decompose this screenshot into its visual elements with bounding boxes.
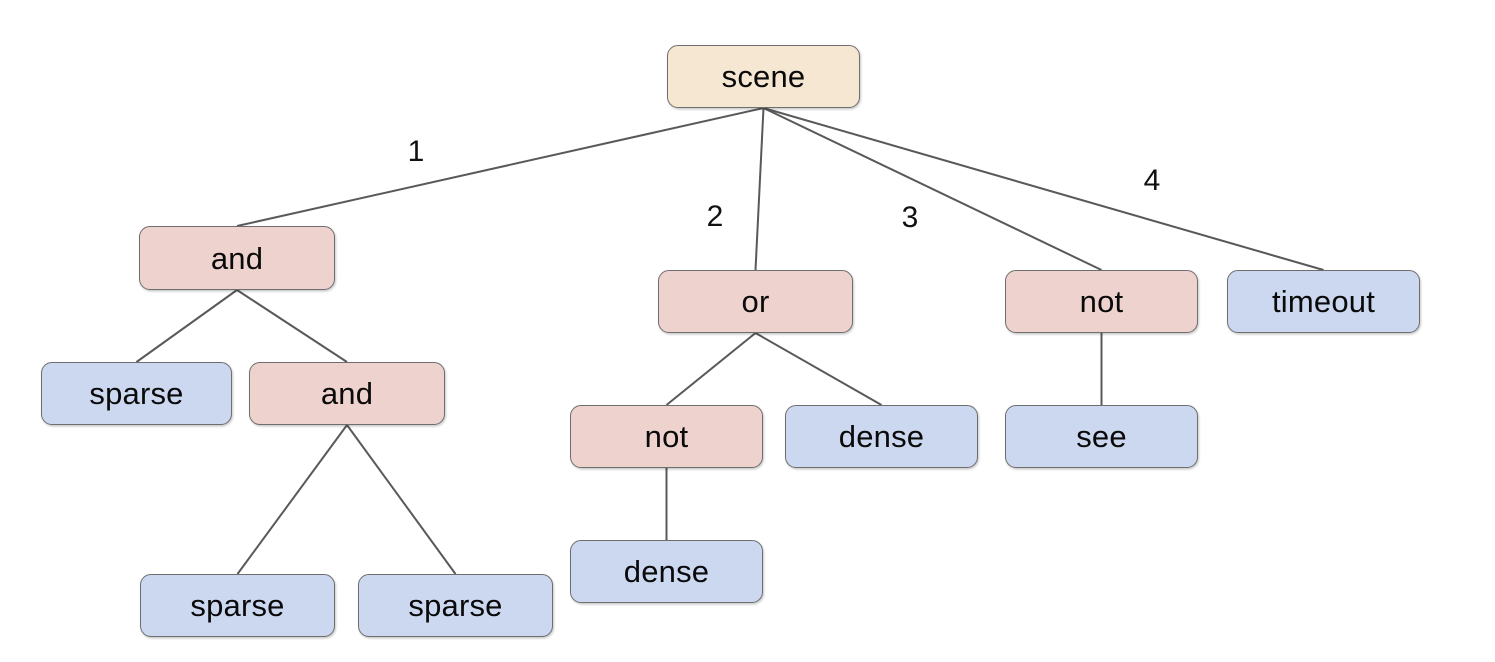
tree-node-scene[interactable]: scene (667, 45, 860, 108)
tree-edge-label-e2: 2 (706, 200, 724, 233)
tree-edge-scene-to-not1 (763, 107, 1102, 271)
tree-node-sparse1[interactable]: sparse (41, 362, 232, 425)
tree-node-label: or (741, 284, 770, 319)
tree-edge-or1-to-not2 (665, 332, 757, 406)
tree-node-not2[interactable]: not (570, 405, 763, 468)
tree-node-label: not (644, 419, 689, 454)
tree-node-see1[interactable]: see (1005, 405, 1198, 468)
tree-edge-scene-to-and1 (236, 107, 764, 227)
tree-edge-label-e4: 4 (1143, 164, 1161, 197)
tree-node-not1[interactable]: not (1005, 270, 1198, 333)
tree-edge-scene-to-timeout1 (763, 107, 1324, 271)
tree-node-label: and (210, 240, 264, 276)
tree-edge-and1-to-and2 (236, 289, 348, 363)
tree-node-dense1[interactable]: dense (785, 405, 978, 468)
tree-edge-and2-to-sparse2 (236, 424, 348, 575)
tree-edge-and2-to-sparse3 (346, 424, 457, 575)
tree-edge-label-e1: 1 (407, 135, 425, 168)
tree-node-timeout1[interactable]: timeout (1227, 270, 1420, 333)
tree-node-or1[interactable]: or (658, 270, 853, 333)
tree-node-label: timeout (1271, 284, 1376, 319)
tree-edge-or1-to-dense1 (755, 332, 882, 406)
tree-node-label: not (1079, 284, 1124, 319)
tree-node-label: sparse (408, 588, 503, 623)
tree-node-label: see (1076, 419, 1127, 454)
tree-node-sparse3[interactable]: sparse (358, 574, 553, 637)
tree-node-label: dense (838, 419, 925, 454)
tree-edge-scene-to-or1 (754, 107, 765, 271)
tree-node-label: and (320, 376, 374, 411)
tree-node-dense2[interactable]: dense (570, 540, 763, 603)
tree-node-label: sparse (89, 376, 184, 411)
tree-edge-label-e3: 3 (901, 201, 919, 234)
tree-node-and2[interactable]: and (249, 362, 445, 425)
tree-node-sparse2[interactable]: sparse (140, 574, 335, 637)
tree-edge-and1-to-sparse1 (135, 289, 238, 363)
tree-node-and1[interactable]: and (139, 226, 335, 290)
tree-node-label: scene (721, 59, 806, 94)
tree-node-label: dense (623, 554, 710, 589)
tree-node-label: sparse (190, 588, 285, 623)
